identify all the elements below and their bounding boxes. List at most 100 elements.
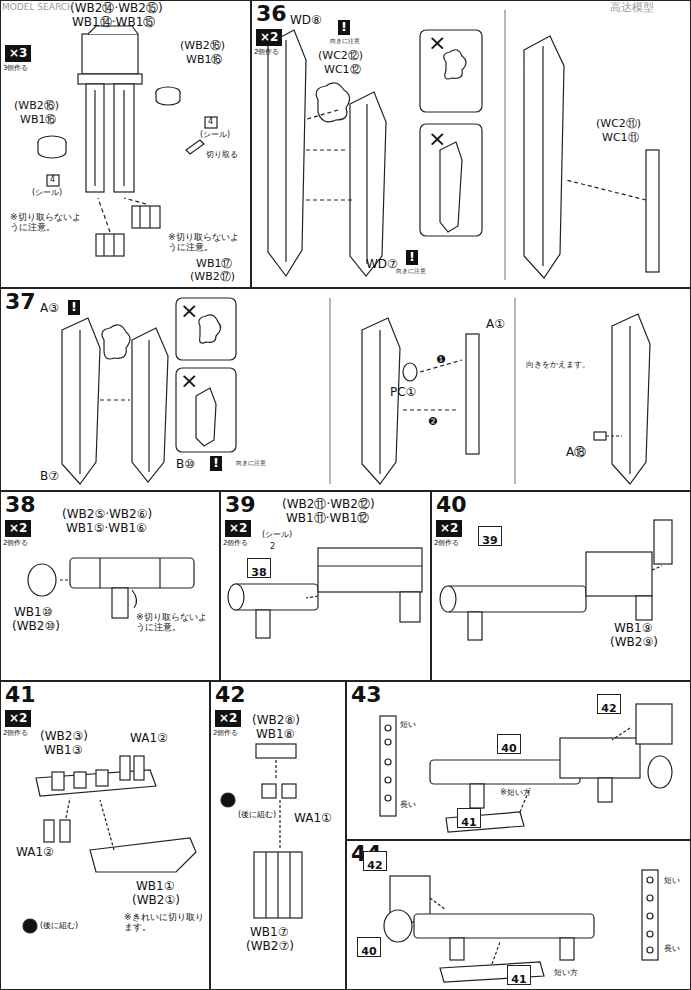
- step-reference-box: 39: [478, 526, 502, 546]
- step-reference-box: 40: [497, 734, 521, 754]
- part-label: (WC2⑫): [318, 50, 363, 63]
- part-label: 向きに注意: [396, 268, 426, 275]
- part-label: 4: [208, 117, 213, 126]
- part-label: (後に組む): [40, 921, 78, 930]
- part-label: ※きれいに切り取ります。: [124, 912, 206, 933]
- part-label: WB1⑤·WB1⑥: [66, 522, 147, 536]
- part-label: WC1⑪: [602, 132, 639, 145]
- part-label: PC①: [390, 386, 416, 400]
- part-label: (WB2⑨): [610, 636, 658, 650]
- caution-mark: !: [210, 456, 222, 471]
- part-label: 長い: [400, 800, 416, 809]
- part-label: A⑱: [566, 446, 586, 460]
- part-label: WB1①: [136, 880, 175, 894]
- part-label: ❷: [428, 416, 438, 429]
- caution-mark: !: [406, 250, 418, 265]
- step-number: 41: [5, 683, 36, 707]
- part-label: 短い方: [554, 968, 578, 977]
- caution-mark: !: [68, 300, 80, 315]
- watermark: MODEL SEARCH: [2, 2, 74, 12]
- reference-number: 40: [361, 945, 376, 958]
- part-label: WB1⑯: [186, 54, 222, 67]
- part-label: (シール): [200, 130, 230, 139]
- part-label: WB1③: [44, 744, 83, 758]
- part-label: ※切り取らないように注意。: [10, 212, 88, 233]
- part-label: (WB2⑩): [12, 620, 60, 634]
- step-panel: 41×22個作る: [0, 681, 210, 990]
- quantity-note: 2個作る: [213, 729, 238, 738]
- reference-number: 40: [501, 742, 516, 755]
- quantity-note: 2個作る: [3, 729, 28, 738]
- part-label: (WB2⑯): [180, 40, 225, 53]
- magazine-part: [221, 744, 302, 918]
- reference-number: 41: [461, 816, 476, 829]
- part-label: WD⑦: [366, 258, 398, 272]
- step-number: 39: [225, 493, 256, 517]
- reference-number: 42: [601, 702, 616, 715]
- part-label: 向きに注意: [236, 460, 266, 467]
- reference-number: 42: [367, 859, 382, 872]
- part-label: (WC2⑪): [596, 118, 641, 131]
- part-label: (WB2①): [132, 894, 180, 908]
- quantity-note: 2個作る: [3, 539, 28, 548]
- part-label: ※短い方: [500, 788, 531, 797]
- launcher-part: [228, 548, 422, 638]
- step-reference-box: 40: [357, 937, 381, 957]
- part-label: WB1⑯: [20, 114, 56, 127]
- part-label: ※切り取らないように注意。: [136, 612, 214, 633]
- step-number: 40: [436, 493, 467, 517]
- part-label: WB1⑧: [256, 728, 295, 742]
- step-number: 43: [351, 683, 382, 707]
- quantity-badge: ×2: [256, 29, 282, 46]
- step-reference-box: 41: [457, 808, 481, 828]
- bazooka-assembly: [380, 704, 672, 832]
- part-label: (WB2⑤·WB2⑥): [62, 508, 152, 522]
- shield-part: [268, 10, 659, 280]
- part-label: WB1⑭·WB1⑮: [72, 16, 155, 30]
- part-label: WC1⑫: [324, 64, 361, 77]
- quantity-note: 3個作る: [3, 64, 28, 73]
- part-label: WA1②: [16, 846, 54, 860]
- quantity-note: 2個作る: [223, 539, 248, 548]
- part-label: B⑩: [176, 458, 195, 472]
- part-label: 4: [50, 175, 55, 184]
- step-panel: 40 ×2 2個作る 39: [431, 491, 691, 681]
- part-label: ※切り取らないように注意。: [168, 232, 246, 253]
- step-reference-box: 42: [363, 851, 387, 871]
- step-number: 38: [5, 493, 36, 517]
- part-label: ×: [428, 30, 446, 55]
- part-label: A①: [486, 318, 505, 332]
- part-label: ❶: [436, 354, 446, 367]
- stock-part: [23, 756, 196, 933]
- shield-part: [62, 298, 650, 484]
- part-label: WB1⑪·WB1⑫: [286, 512, 369, 526]
- part-label: 短い: [664, 876, 680, 885]
- part-label: (シール): [262, 530, 292, 539]
- quantity-badge: ×2: [225, 520, 251, 537]
- step-number: 36: [256, 2, 287, 26]
- part-label: (WB2⑰): [190, 271, 235, 284]
- part-label: (WB2⑭·WB2⑮): [70, 2, 163, 16]
- step-reference-box: 41: [507, 965, 531, 985]
- reference-number: 41: [511, 973, 526, 986]
- part-label: 長い: [664, 944, 680, 953]
- quantity-badge: ×3: [5, 45, 31, 62]
- part-label: ×: [428, 126, 446, 151]
- step-reference-box: 42: [597, 694, 621, 714]
- part-label: (シール): [32, 188, 62, 197]
- quantity-badge: ×2: [436, 520, 462, 537]
- part-label: ×: [180, 368, 198, 393]
- part-label: 切り取る: [206, 150, 238, 159]
- part-label: WB1⑦: [250, 926, 289, 940]
- quantity-note: 2個作る: [254, 48, 279, 57]
- part-label: WA1②: [130, 732, 168, 746]
- part-label: 短い: [400, 720, 416, 729]
- part-label: (WB2⑪·WB2⑫): [282, 498, 375, 512]
- quantity-badge: ×2: [5, 520, 31, 537]
- part-label: WA1①: [294, 812, 332, 826]
- quantity-note: 2個作る: [434, 539, 459, 548]
- part-label: A③: [40, 302, 59, 316]
- reference-number: 39: [482, 534, 497, 547]
- part-label: B⑦: [40, 470, 59, 484]
- part-label: (WB2⑧): [252, 714, 300, 728]
